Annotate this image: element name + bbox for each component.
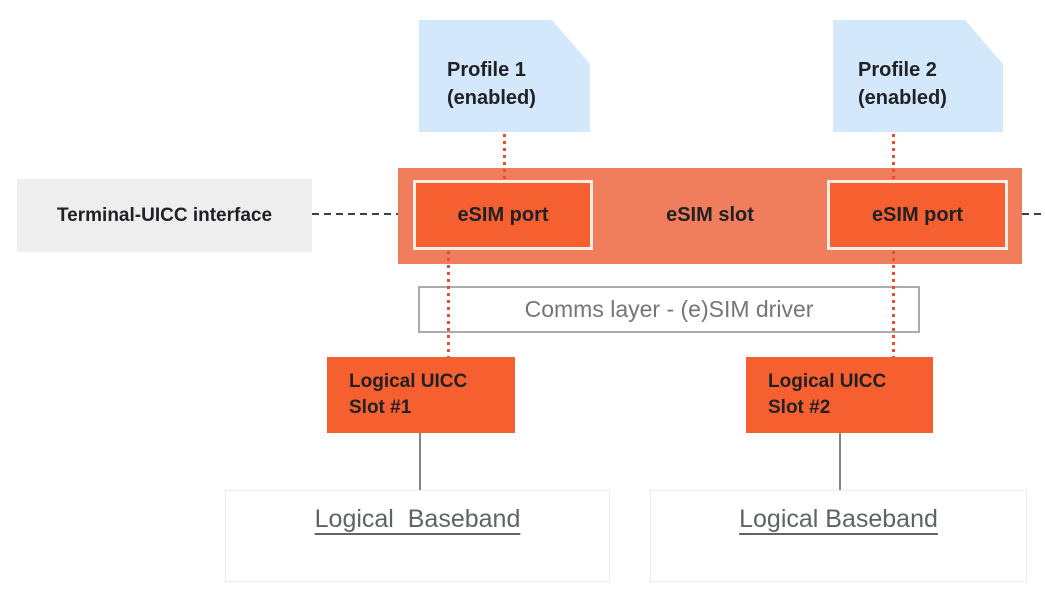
esim-port-2-label: eSIM port bbox=[871, 203, 964, 226]
terminal-uicc-interface-text: Terminal-UICC interface bbox=[56, 204, 273, 226]
profile-1-name: Profile 1 bbox=[447, 59, 526, 81]
terminal-dashed-connector-right bbox=[1022, 213, 1045, 215]
terminal-uicc-interface-label: Terminal-UICC interface bbox=[17, 179, 312, 252]
esim-port-2: eSIM port bbox=[827, 180, 1008, 250]
logical-baseband-1-label: Logical Baseband bbox=[314, 505, 521, 533]
comms-layer-label: Comms layer - (e)SIM driver bbox=[524, 296, 814, 322]
profile-1-card: Profile 1 (enabled) bbox=[419, 20, 590, 132]
uicc1-line1: Logical UICC bbox=[349, 371, 468, 392]
esim-slot-label-text: eSIM slot bbox=[666, 203, 754, 226]
uicc2-baseband2-connector bbox=[839, 433, 841, 490]
port1-uicc1-dotted-connector bbox=[447, 251, 450, 357]
profile-2-state: (enabled) bbox=[858, 87, 947, 109]
esim-slot-label: eSIM slot bbox=[593, 180, 827, 250]
comms-layer-box: Comms layer - (e)SIM driver bbox=[418, 286, 920, 333]
profile1-port1-dotted-connector bbox=[503, 134, 506, 179]
profile2-port2-dotted-connector bbox=[892, 134, 895, 179]
logical-baseband-2: Logical Baseband bbox=[650, 490, 1027, 582]
port2-uicc2-dotted-connector bbox=[892, 251, 895, 357]
uicc2-line2: Slot #2 bbox=[768, 397, 831, 418]
esim-port-1-label: eSIM port bbox=[457, 203, 549, 226]
logical-baseband-2-label: Logical Baseband bbox=[739, 505, 938, 533]
logical-uicc-slot-1: Logical UICC Slot #1 bbox=[327, 357, 515, 433]
logical-baseband-1: Logical Baseband bbox=[225, 490, 610, 582]
terminal-dashed-connector-left bbox=[312, 213, 398, 215]
profile-2-name: Profile 2 bbox=[858, 59, 937, 81]
esim-port-1: eSIM port bbox=[413, 180, 593, 250]
profile-2-card: Profile 2 (enabled) bbox=[833, 20, 1003, 132]
profile-1-state: (enabled) bbox=[447, 87, 536, 109]
logical-uicc-slot-2: Logical UICC Slot #2 bbox=[746, 357, 933, 433]
uicc1-baseband1-connector bbox=[419, 433, 421, 490]
uicc1-line2: Slot #1 bbox=[349, 397, 412, 418]
uicc2-line1: Logical UICC bbox=[768, 371, 887, 392]
